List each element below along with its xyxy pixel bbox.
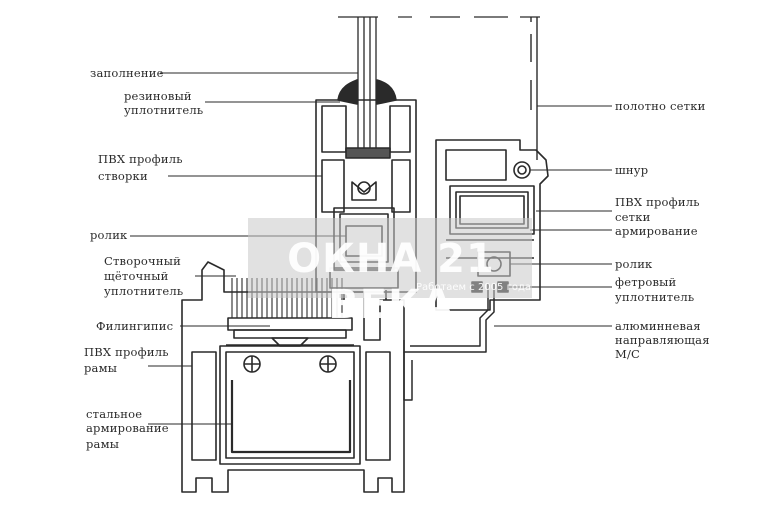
label-pvc-mesh-line2: сетки	[615, 210, 651, 224]
label-pvc-sash-line2: створки	[98, 169, 148, 183]
label-felt-seal-line2: уплотнитель	[615, 290, 695, 304]
frame-steel-reinforcement	[230, 380, 352, 454]
label-rubber-seal-line1: резиновый	[124, 89, 192, 103]
label-steel-reinf-line2: армирование	[86, 421, 169, 435]
watermark-band	[248, 218, 532, 298]
label-alu-guide-line2: направляющая	[615, 333, 710, 347]
aluminium-guide	[403, 284, 495, 401]
mesh-cord	[513, 161, 531, 179]
frame-profile	[181, 261, 405, 493]
label-steel-reinf-line1: стальное	[86, 407, 143, 421]
leader-lines-left	[130, 72, 358, 425]
label-roller-left: ролик	[90, 228, 128, 242]
label-brush-seal-line2: щёточный	[104, 269, 169, 283]
label-pvc-frame-line2: рамы	[84, 361, 118, 375]
glass-pane	[357, 17, 377, 150]
label-alu-guide-line3: М/С	[615, 347, 641, 361]
label-steel-reinf-line3: рамы	[86, 437, 120, 451]
label-pvc-sash-line1: ПВХ профиль	[98, 152, 183, 166]
label-felt-seal-line1: фетровый	[615, 275, 677, 289]
watermark-title: ОКНА 21 ВЕКА	[287, 236, 495, 328]
label-reinforcement: армирование	[615, 224, 698, 238]
label-mesh-panel: полотно сетки	[615, 99, 706, 113]
label-roller-right: ролик	[615, 257, 653, 271]
label-cord: шнур	[615, 163, 649, 177]
label-pvc-frame-line1: ПВХ профиль	[84, 345, 169, 359]
watermark-subtitle: Работаем с 2005 года	[416, 282, 531, 293]
label-rubber-seal-line2: уплотнитель	[124, 103, 204, 117]
mesh-panel	[530, 17, 538, 160]
label-alu-guide-line1: алюминневая	[615, 319, 701, 333]
label-filigree: Филингипис	[96, 319, 174, 333]
filigree-piece	[227, 317, 353, 347]
label-brush-seal-line1: Створочный	[104, 254, 181, 268]
label-pvc-mesh-line1: ПВХ профиль	[615, 195, 700, 209]
label-fill: заполнение	[90, 66, 164, 80]
label-brush-seal-line3: уплотнитель	[104, 284, 184, 298]
